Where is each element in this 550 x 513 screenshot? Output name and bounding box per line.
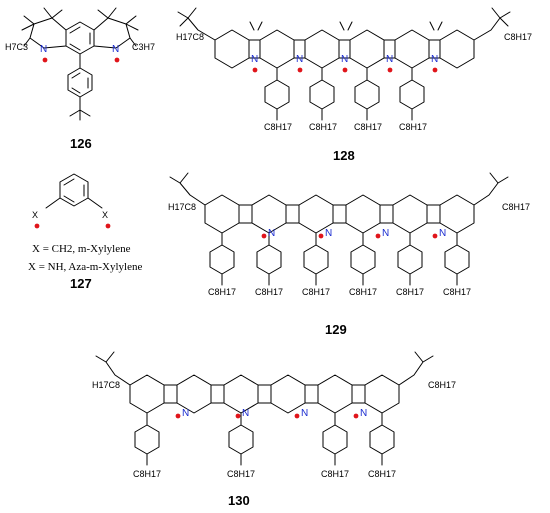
radical-dot	[105, 223, 111, 229]
compound-number-129: 129	[325, 322, 347, 337]
alkyl-label: C8H17	[309, 122, 337, 132]
alkyl-label: C3H7	[132, 42, 155, 52]
x-label: X	[102, 210, 108, 220]
alkyl-label: C8H17	[443, 287, 471, 297]
compound-130-structure	[95, 351, 434, 466]
alkyl-label: H17C8	[168, 202, 196, 212]
radical-dot	[432, 67, 438, 73]
alkyl-label: C8H17	[399, 122, 427, 132]
alkyl-label: C8H17	[264, 122, 292, 132]
compound-number-128: 128	[333, 148, 355, 163]
nitrogen-atom: N	[251, 54, 258, 65]
caption-line: X = CH2, m-Xylylene	[32, 243, 131, 255]
compound-129-structure	[169, 172, 509, 286]
alkyl-label: C8H17	[321, 469, 349, 479]
nitrogen-atom: N	[439, 228, 446, 239]
radical-dot	[114, 57, 120, 63]
alkyl-label: H17C8	[92, 380, 120, 390]
radical-dot	[342, 67, 348, 73]
compound-number-127: 127	[70, 276, 92, 291]
alkyl-label: C8H17	[502, 202, 530, 212]
alkyl-label: C8H17	[302, 287, 330, 297]
alkyl-label: C8H17	[349, 287, 377, 297]
nitrogen-atom: N	[301, 408, 308, 419]
alkyl-label: C8H17	[396, 287, 424, 297]
nitrogen-atom: N	[182, 408, 189, 419]
alkyl-label: C8H17	[133, 469, 161, 479]
compound-number-126: 126	[70, 136, 92, 151]
compound-number-130: 130	[228, 493, 250, 508]
radical-dot	[375, 233, 381, 239]
radical-dot	[42, 57, 48, 63]
radical-dot	[252, 67, 258, 73]
radical-dot	[175, 413, 181, 419]
alkyl-label: C8H17	[227, 469, 255, 479]
nitrogen-atom: N	[112, 44, 119, 55]
alkyl-label: H17C8	[176, 32, 204, 42]
alkyl-label: C8H17	[208, 287, 236, 297]
nitrogen-atom: N	[431, 54, 438, 65]
nitrogen-atom: N	[242, 408, 249, 419]
caption-line: X = NH, Aza-m-Xylylene	[28, 261, 142, 273]
nitrogen-atom: N	[382, 228, 389, 239]
radical-dot	[432, 233, 438, 239]
radical-dot	[34, 223, 40, 229]
compound-126-structure	[21, 7, 139, 121]
nitrogen-atom: N	[325, 228, 332, 239]
radical-dot	[261, 233, 267, 239]
nitrogen-atom: N	[360, 408, 367, 419]
compound-128-structure	[177, 7, 511, 121]
radical-dot	[235, 413, 241, 419]
nitrogen-atom: N	[40, 44, 47, 55]
alkyl-label: C8H17	[428, 380, 456, 390]
alkyl-label: C8H17	[368, 469, 396, 479]
alkyl-label: C8H17	[255, 287, 283, 297]
radical-dot	[318, 233, 324, 239]
nitrogen-atom: N	[341, 54, 348, 65]
nitrogen-atom: N	[268, 228, 275, 239]
nitrogen-atom: N	[386, 54, 393, 65]
radical-dot	[353, 413, 359, 419]
radical-dot	[297, 67, 303, 73]
x-label: X	[32, 210, 38, 220]
compound-127-structure	[45, 173, 103, 209]
alkyl-label: H7C3	[5, 42, 28, 52]
radical-dot	[387, 67, 393, 73]
alkyl-label: C8H17	[504, 32, 532, 42]
alkyl-label: C8H17	[354, 122, 382, 132]
radical-dot	[294, 413, 300, 419]
nitrogen-atom: N	[296, 54, 303, 65]
